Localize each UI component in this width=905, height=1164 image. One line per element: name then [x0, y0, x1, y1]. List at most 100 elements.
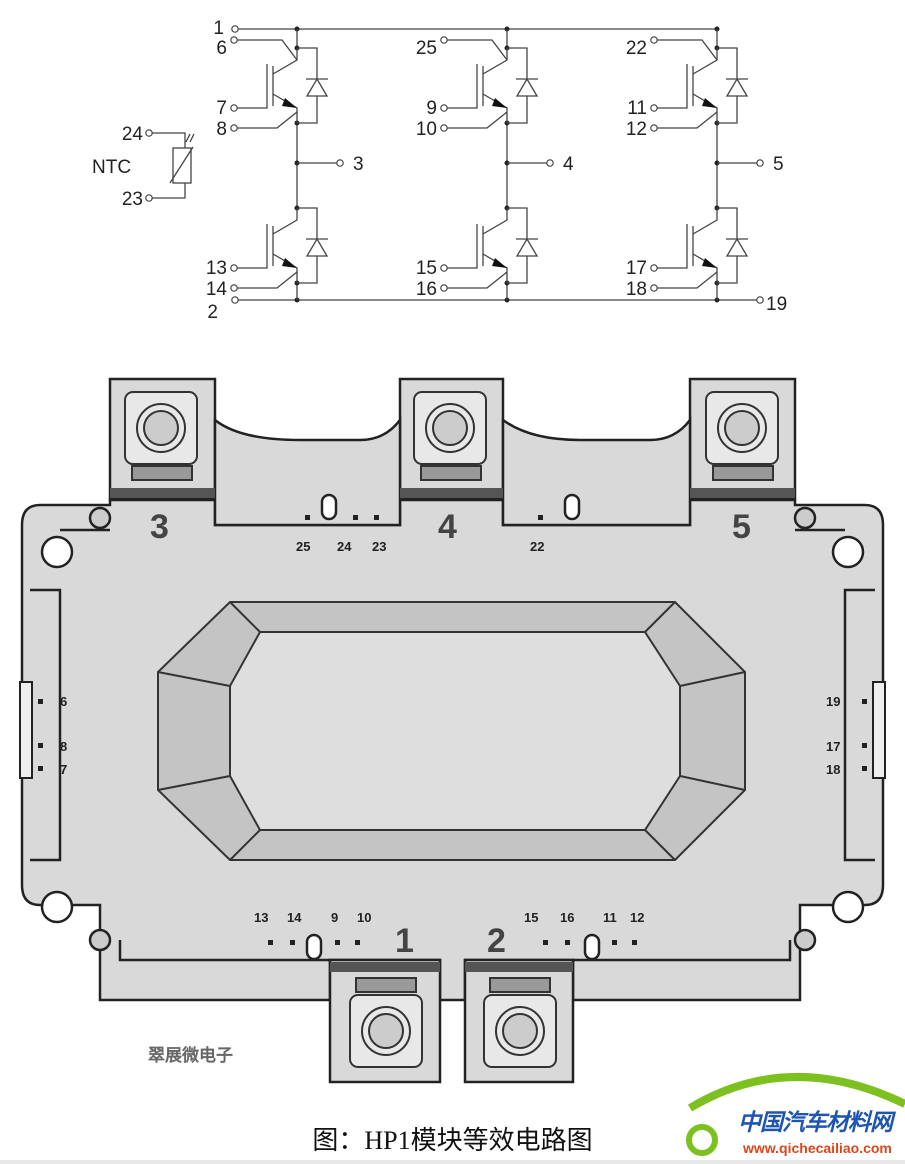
pin-label: 17 — [826, 739, 840, 754]
watermark-text: 翠展微电子 — [148, 1046, 233, 1066]
pin-terminal — [650, 104, 658, 112]
aux-emitter-lead — [657, 111, 718, 129]
pin-terminal — [650, 124, 658, 132]
diode-icon — [305, 77, 329, 97]
pin-label: 1 — [213, 18, 224, 39]
pin-terminal — [231, 296, 239, 304]
terminal-label-1: 1 — [395, 922, 414, 960]
emitter-arrow — [492, 258, 507, 268]
screw-terminal-4 — [413, 391, 487, 481]
logo-name: 中国汽车材料网 — [738, 1110, 893, 1136]
emitter-arrow — [702, 258, 717, 268]
diode-icon — [305, 237, 329, 257]
pin-label: 8 — [60, 739, 67, 754]
screw-terminal-3 — [124, 391, 198, 481]
aux-emitter-lead — [447, 111, 508, 129]
screw-terminal-5 — [705, 391, 779, 481]
igbt-gate — [447, 224, 478, 269]
pin-label: 10 — [416, 119, 437, 140]
pin-label: 14 — [287, 910, 302, 925]
pin-label: 13 — [206, 258, 227, 279]
module-package-drawing: 3 4 5 1 2 25 24 23 22 6 8 7 19 17 18 13 … — [19, 377, 886, 1084]
aux-emitter-lead — [237, 271, 298, 289]
pin-terminal — [336, 159, 344, 167]
pin-terminal — [230, 104, 238, 112]
diode-icon — [725, 237, 749, 257]
logo-q-ring — [686, 1124, 718, 1156]
pin-label: 11 — [627, 98, 647, 119]
pin-label: 14 — [206, 279, 228, 300]
pin-terminal — [650, 284, 658, 292]
mounting-hole — [40, 890, 74, 924]
pin-label: 25 — [416, 38, 437, 59]
diode-icon — [515, 77, 539, 97]
ntc-lead — [152, 183, 186, 199]
pin-label: 18 — [626, 279, 647, 300]
screw-terminal-1 — [349, 977, 423, 1068]
pin-label: 24 — [122, 124, 144, 145]
emitter-arrow — [492, 98, 507, 108]
aux-collector-lead — [657, 39, 718, 61]
terminal-label-5: 5 — [732, 508, 751, 546]
thermistor-mark — [185, 133, 191, 143]
pin-label: 6 — [60, 694, 67, 709]
pin-label: 12 — [630, 910, 644, 925]
pin-label: 18 — [826, 762, 840, 777]
pin-terminal — [440, 36, 448, 44]
screw-terminal-2 — [483, 977, 557, 1068]
emitter-arrow — [282, 98, 297, 108]
pin-terminal — [440, 104, 448, 112]
pin-label: 22 — [626, 38, 647, 59]
pin-label: 23 — [122, 189, 143, 210]
ntc-lead — [152, 132, 186, 148]
pin-label: 16 — [416, 279, 437, 300]
pin-terminal — [230, 36, 238, 44]
igbt-gate — [657, 64, 688, 109]
pin-terminal — [546, 159, 554, 167]
igbt-gate — [237, 64, 268, 109]
igbt-gate — [237, 224, 268, 269]
pin-terminal — [231, 25, 239, 33]
aux-emitter-lead — [237, 111, 298, 129]
pin-terminal — [440, 264, 448, 272]
pin-label: 9 — [331, 910, 338, 925]
mounting-hole — [831, 890, 865, 924]
pin-label: 13 — [254, 910, 268, 925]
pin-label: 15 — [524, 910, 538, 925]
pin-label: 7 — [60, 762, 67, 777]
aux-collector-lead — [237, 39, 298, 61]
central-window — [157, 601, 746, 861]
pin-label: 8 — [216, 119, 227, 140]
pin-terminal — [145, 129, 153, 137]
bottom-divider — [0, 1160, 905, 1164]
pin-label: 11 — [603, 910, 617, 925]
aux-emitter-lead — [447, 271, 508, 289]
pin-label: 19 — [826, 694, 840, 709]
pin-terminal — [230, 124, 238, 132]
pin-terminal — [756, 296, 764, 304]
thermistor-mark — [189, 133, 195, 143]
terminal-label-2: 2 — [487, 922, 506, 960]
pin-terminal — [440, 124, 448, 132]
terminal-label-3: 3 — [150, 508, 169, 546]
aux-collector-lead — [447, 39, 508, 61]
mounting-hole — [40, 535, 74, 569]
pin-label: 4 — [563, 154, 574, 175]
igbt-collector — [482, 208, 508, 235]
diode-icon — [515, 237, 539, 257]
emitter-arrow — [702, 98, 717, 108]
terminal-label-4: 4 — [438, 508, 457, 546]
emitter-arrow — [282, 258, 297, 268]
pin-label: 15 — [416, 258, 437, 279]
thermistor-slash — [169, 146, 194, 184]
figure-caption: 图：HP1模块等效电路图 — [312, 1126, 593, 1155]
pin-label: 5 — [773, 154, 784, 175]
pin-terminal — [230, 284, 238, 292]
pin-terminal — [650, 264, 658, 272]
pin-terminal — [230, 264, 238, 272]
aux-emitter-lead — [657, 271, 718, 289]
diode-icon — [725, 77, 749, 97]
logo-graphic — [686, 1073, 905, 1156]
